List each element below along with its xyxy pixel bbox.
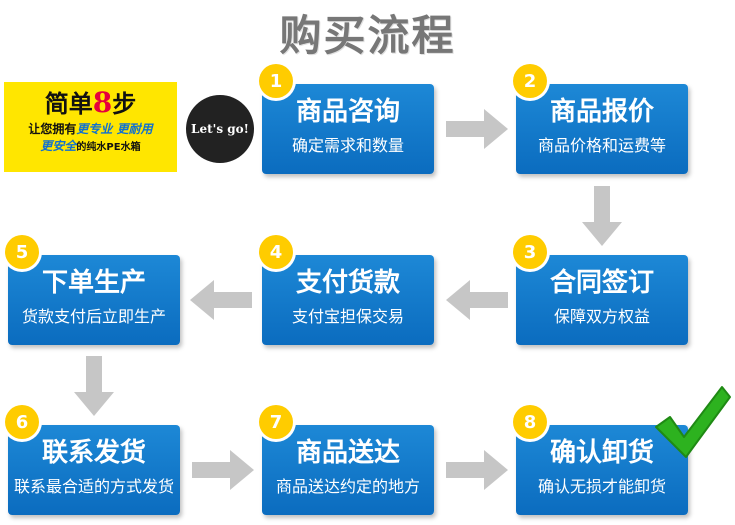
step-5-subtitle: 货款支付后立即生产: [21, 306, 166, 326]
step-8-number: 8: [513, 405, 547, 439]
promo-line1-prefix: 让您拥有: [28, 121, 77, 136]
step-1-subtitle: 确定需求和数量: [291, 135, 404, 155]
promo-line-2: 更安全的纯水PE水箱: [4, 138, 177, 153]
step-2-number: 2: [513, 64, 547, 98]
promo-step-count: 8: [92, 86, 113, 119]
step-4-subtitle: 支付宝担保交易: [291, 306, 404, 326]
step-5-box: 下单生产 货款支付后立即生产: [8, 255, 180, 345]
arrow-down-2-3: [582, 186, 622, 246]
step-3-subtitle: 保障双方权益: [553, 306, 650, 326]
arrow-left-4-5: [190, 280, 252, 320]
step-1-number: 1: [259, 64, 293, 98]
step-5-title: 下单生产: [41, 268, 146, 298]
arrow-right-7-8: [446, 450, 508, 490]
promo-highlight-professional: 更专业: [76, 121, 113, 136]
arrow-right-1-2: [446, 109, 508, 149]
step-1-title: 商品咨询: [295, 97, 400, 127]
step-3-number: 3: [513, 235, 547, 269]
step-2-box: 商品报价 商品价格和运费等: [516, 84, 688, 174]
arrow-down-5-6: [74, 356, 114, 416]
step-1-box: 商品咨询 确定需求和数量: [262, 84, 434, 174]
step-4-title: 支付货款: [295, 268, 400, 298]
promo-line-1: 让您拥有更专业 更耐用: [4, 121, 177, 136]
step-3-box: 合同签订 保障双方权益: [516, 255, 688, 345]
step-4-box: 支付货款 支付宝担保交易: [262, 255, 434, 345]
step-8-title: 确认卸货: [549, 438, 654, 468]
step-6-title: 联系发货: [41, 438, 146, 468]
promo-line2-suffix: 的纯水PE水箱: [76, 141, 141, 153]
step-4-number: 4: [259, 235, 293, 269]
lets-go-badge: Let's go!: [186, 95, 254, 163]
step-7-box: 商品送达 商品送达约定的地方: [262, 425, 434, 515]
step-8-subtitle: 确认无损才能卸货: [537, 476, 666, 496]
checkmark-icon: [655, 386, 731, 458]
step-6-subtitle: 联系最合适的方式发货: [13, 476, 174, 496]
step-2-title: 商品报价: [549, 97, 654, 127]
promo-headline: 简单8步: [4, 86, 177, 119]
step-7-number: 7: [259, 405, 293, 439]
step-2-subtitle: 商品价格和运费等: [537, 135, 666, 155]
promo-head-suffix: 步: [112, 90, 137, 118]
step-5-number: 5: [5, 235, 39, 269]
promo-highlight-safe: 更安全: [40, 138, 77, 153]
step-6-number: 6: [5, 405, 39, 439]
promo-head-prefix: 简单: [44, 90, 93, 118]
step-8-box: 确认卸货 确认无损才能卸货: [516, 425, 688, 515]
step-6-box: 联系发货 联系最合适的方式发货: [8, 425, 180, 515]
step-3-title: 合同签订: [549, 268, 654, 298]
page-title: 购买流程: [279, 11, 456, 60]
promo-banner: 简单8步 让您拥有更专业 更耐用 更安全的纯水PE水箱: [4, 82, 177, 172]
arrow-left-3-4: [446, 280, 508, 320]
step-7-subtitle: 商品送达约定的地方: [275, 476, 420, 496]
arrow-right-6-7: [192, 450, 254, 490]
step-7-title: 商品送达: [295, 438, 400, 468]
promo-highlight-durable: 更耐用: [116, 121, 153, 136]
